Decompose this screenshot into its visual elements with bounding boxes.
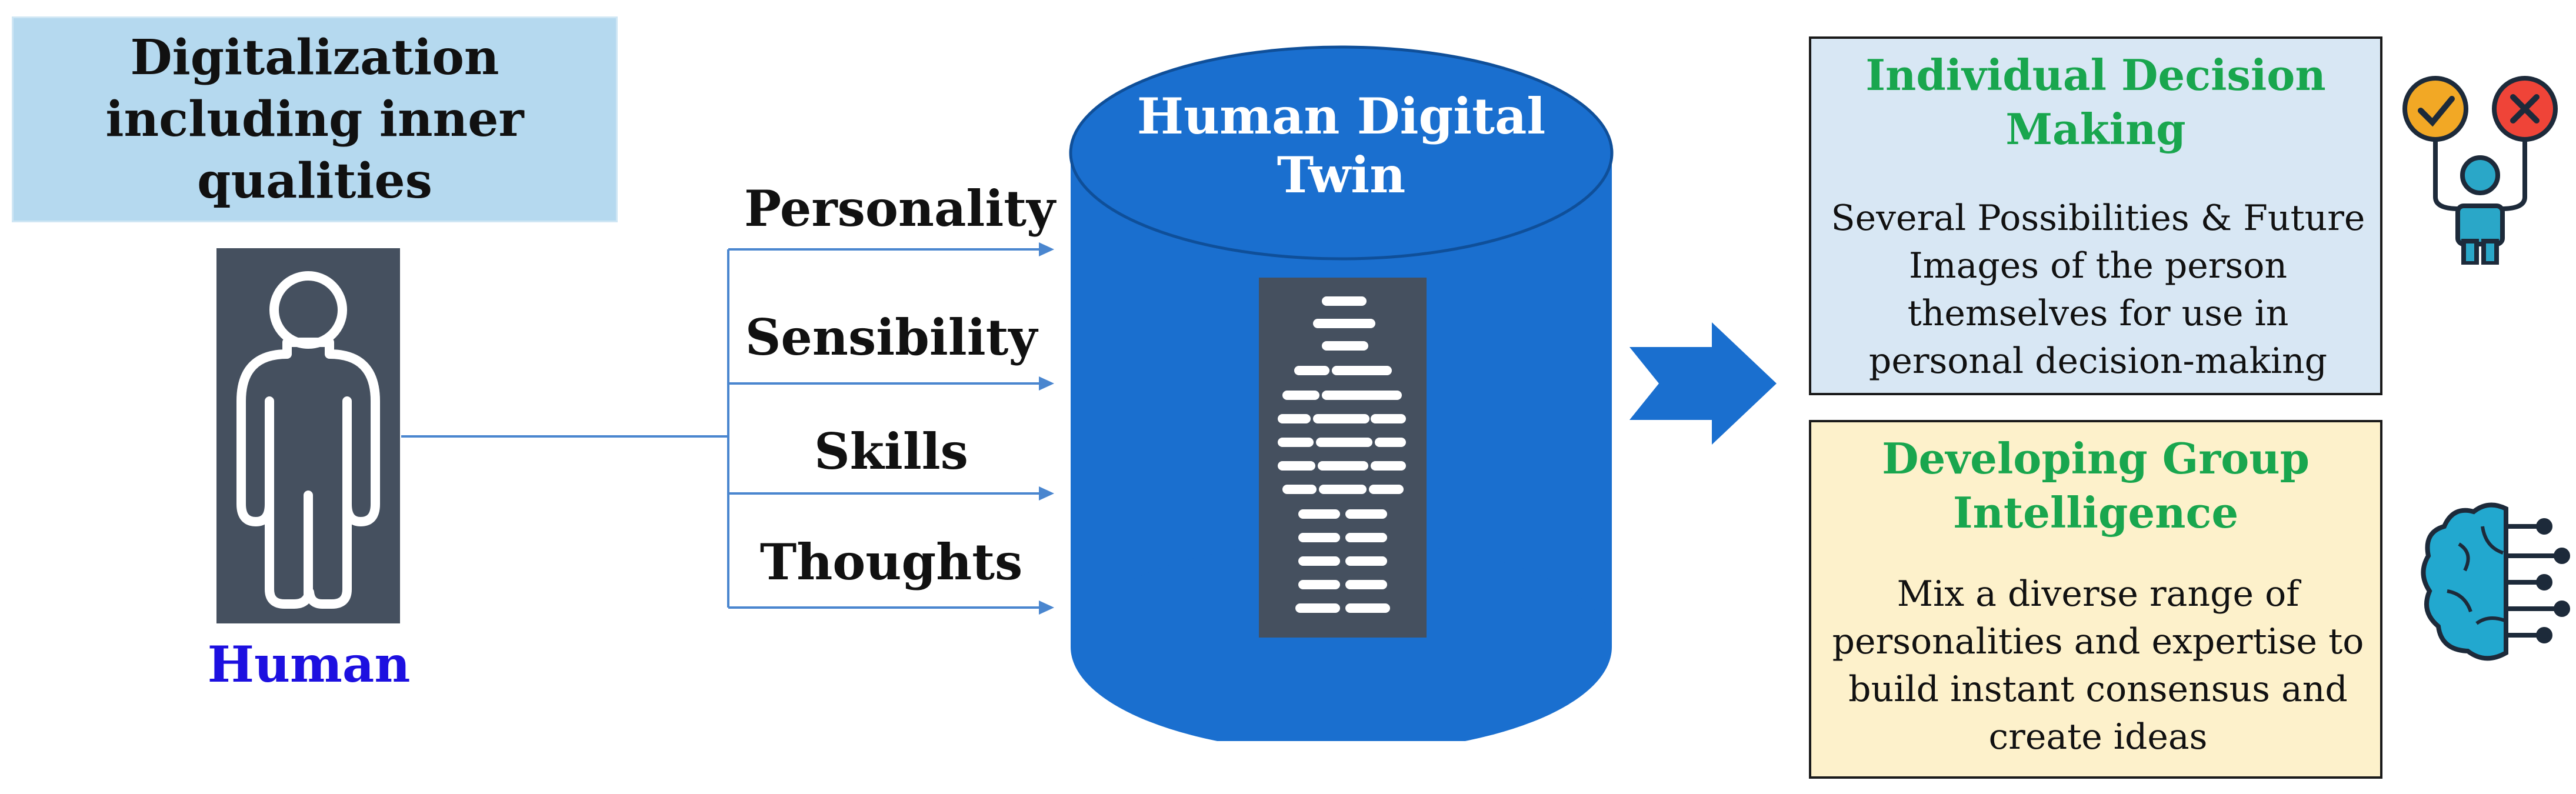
attribute-skills: Skills (814, 422, 968, 481)
attribute-thoughts: Thoughts (759, 533, 1023, 591)
arrowhead-personality (1039, 242, 1054, 256)
person-outline-icon (236, 271, 380, 609)
digital-person-icon (1278, 296, 1406, 613)
group-box: Developing Group Intelligence Mix a dive… (1809, 420, 2382, 779)
arrow-right-icon (1629, 322, 1777, 445)
arrowhead-sensibility (1039, 376, 1054, 391)
title-text: Digitalization including inner qualities (105, 29, 524, 209)
figure-panel (1259, 278, 1427, 638)
decision-box: Individual Decision Making Several Possi… (1809, 36, 2382, 395)
arrowhead-thoughts (1039, 600, 1054, 615)
decision-title: Individual Decision Making (1865, 50, 2326, 154)
decision-text: Several Possibilities & Future Images of… (1831, 198, 2365, 382)
human-label: Human (207, 635, 411, 693)
arrowhead-skills (1039, 486, 1054, 501)
group-text: Mix a diverse range of personalities and… (1832, 573, 2364, 758)
ai-brain-icon (2421, 502, 2570, 661)
attribute-personality: Personality (744, 179, 1055, 238)
twin-title: Human Digital Twin (1137, 87, 1546, 204)
attribute-sensibility: Sensibility (745, 308, 1038, 366)
group-title: Developing Group Intelligence (1882, 433, 2310, 538)
title-box: Digitalization including inner qualities (12, 16, 618, 222)
human-panel (216, 248, 400, 623)
approve-reject-person-icon (2402, 76, 2558, 265)
